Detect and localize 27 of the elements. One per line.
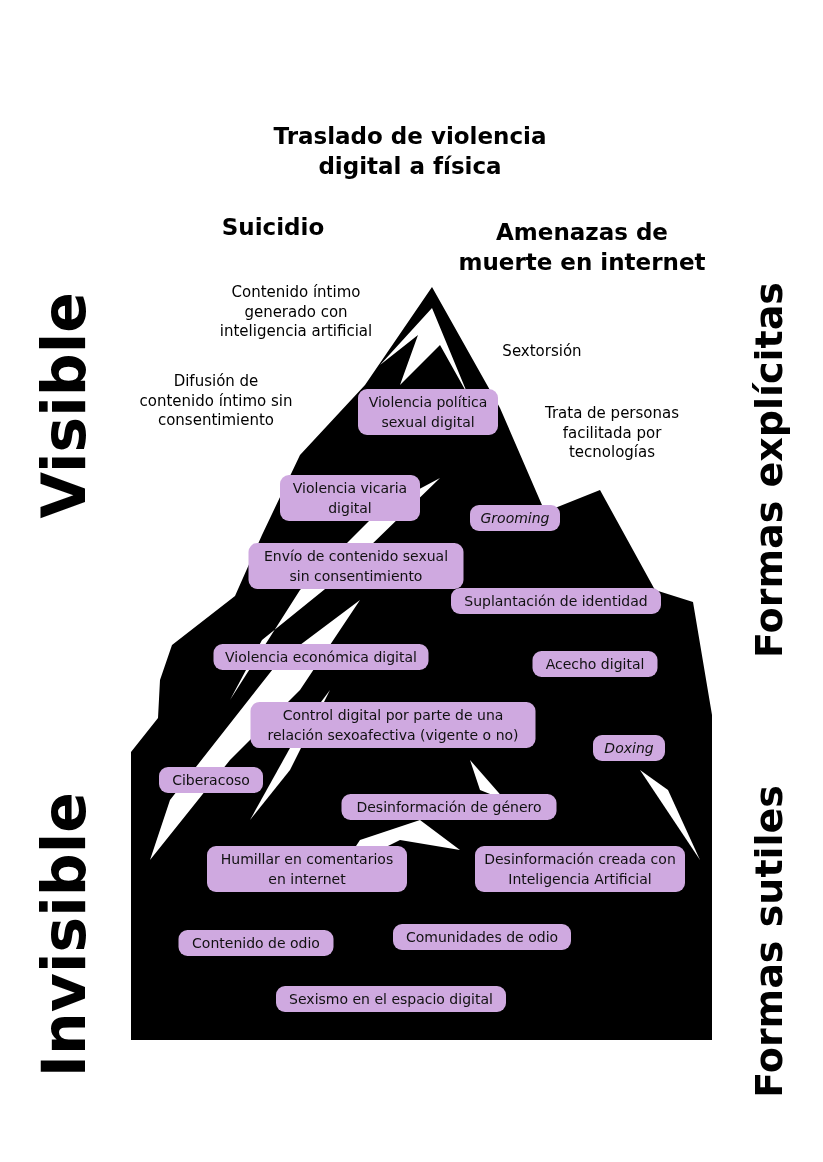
- category-label: Humillar en comentarios en internet: [207, 846, 407, 892]
- category-label: Control digital por parte de una relación sexoafectiva (vigente o no): [250, 702, 536, 748]
- side-heading: Invisible: [34, 792, 94, 1078]
- category-label: Ciberacoso: [159, 767, 263, 793]
- category-label: Violencia política sexual digital: [358, 389, 498, 435]
- category-label: Acecho digital: [532, 651, 658, 677]
- side-heading: Formas explícitas: [750, 282, 788, 658]
- text-label: Sextorsión: [501, 342, 583, 362]
- category-label: Doxing: [593, 735, 665, 761]
- text-label: Difusión de contenido íntimo sin consentimiento: [138, 372, 294, 431]
- category-label: Desinformación creada con Inteligencia Artificial: [475, 846, 685, 892]
- text-label: Contenido íntimo generado con inteligencia artificial: [218, 283, 374, 342]
- category-label: Violencia económica digital: [213, 644, 429, 670]
- side-heading: Formas sutiles: [750, 785, 788, 1098]
- category-label: Violencia vicaria digital: [280, 475, 420, 521]
- category-label: Contenido de odio: [178, 930, 334, 956]
- heading: Amenazas de muerte en internet: [457, 218, 707, 277]
- category-label: Suplantación de identidad: [451, 588, 661, 614]
- heading: Traslado de violencia digital a física: [272, 122, 548, 181]
- category-label: Grooming: [470, 505, 560, 531]
- category-label: Comunidades de odio: [393, 924, 571, 950]
- side-heading: Visible: [34, 292, 94, 519]
- text-label: Trata de personas facilitada por tecnologías: [543, 404, 681, 463]
- heading: Suicidio: [220, 213, 326, 242]
- category-label: Sexismo en el espacio digital: [276, 986, 506, 1012]
- category-label: Desinformación de género: [341, 794, 557, 820]
- category-label: Envío de contenido sexual sin consentimiento: [248, 543, 464, 589]
